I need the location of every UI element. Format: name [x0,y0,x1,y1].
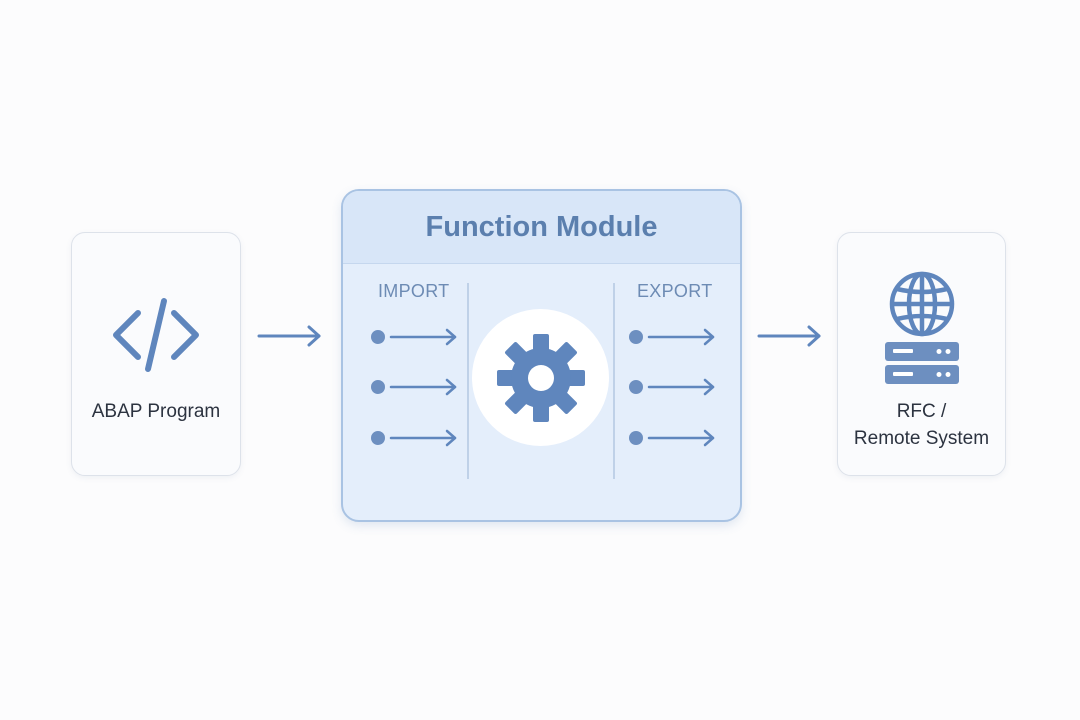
rfc-remote-system-label: RFC / Remote System [838,398,1005,452]
import-param-3 [371,429,457,447]
globe-server-icon [838,269,1005,387]
import-param-2 [371,378,457,396]
import-param-1 [371,328,457,346]
function-module-node: Function Module IMPORT EXPORT [341,189,742,522]
export-param-3 [629,429,715,447]
abap-program-label: ABAP Program [91,401,221,422]
export-label: EXPORT [637,281,713,301]
import-label: IMPORT [378,281,450,301]
import-divider [467,283,469,479]
function-module-title: Function Module [343,191,740,264]
processing-circle [472,309,609,446]
arrow-abap-to-module [257,325,321,347]
code-brackets-icon [72,295,240,375]
rfc-remote-system-node: RFC / Remote System [837,232,1006,476]
export-divider [613,283,615,479]
rfc-label-line2: Remote System [853,428,990,449]
export-param-1 [629,328,715,346]
rfc-label-line1: RFC / [896,401,947,422]
export-param-2 [629,378,715,396]
abap-program-node: ABAP Program [71,232,241,476]
gear-icon [496,333,585,422]
arrow-module-to-rfc [757,325,821,347]
